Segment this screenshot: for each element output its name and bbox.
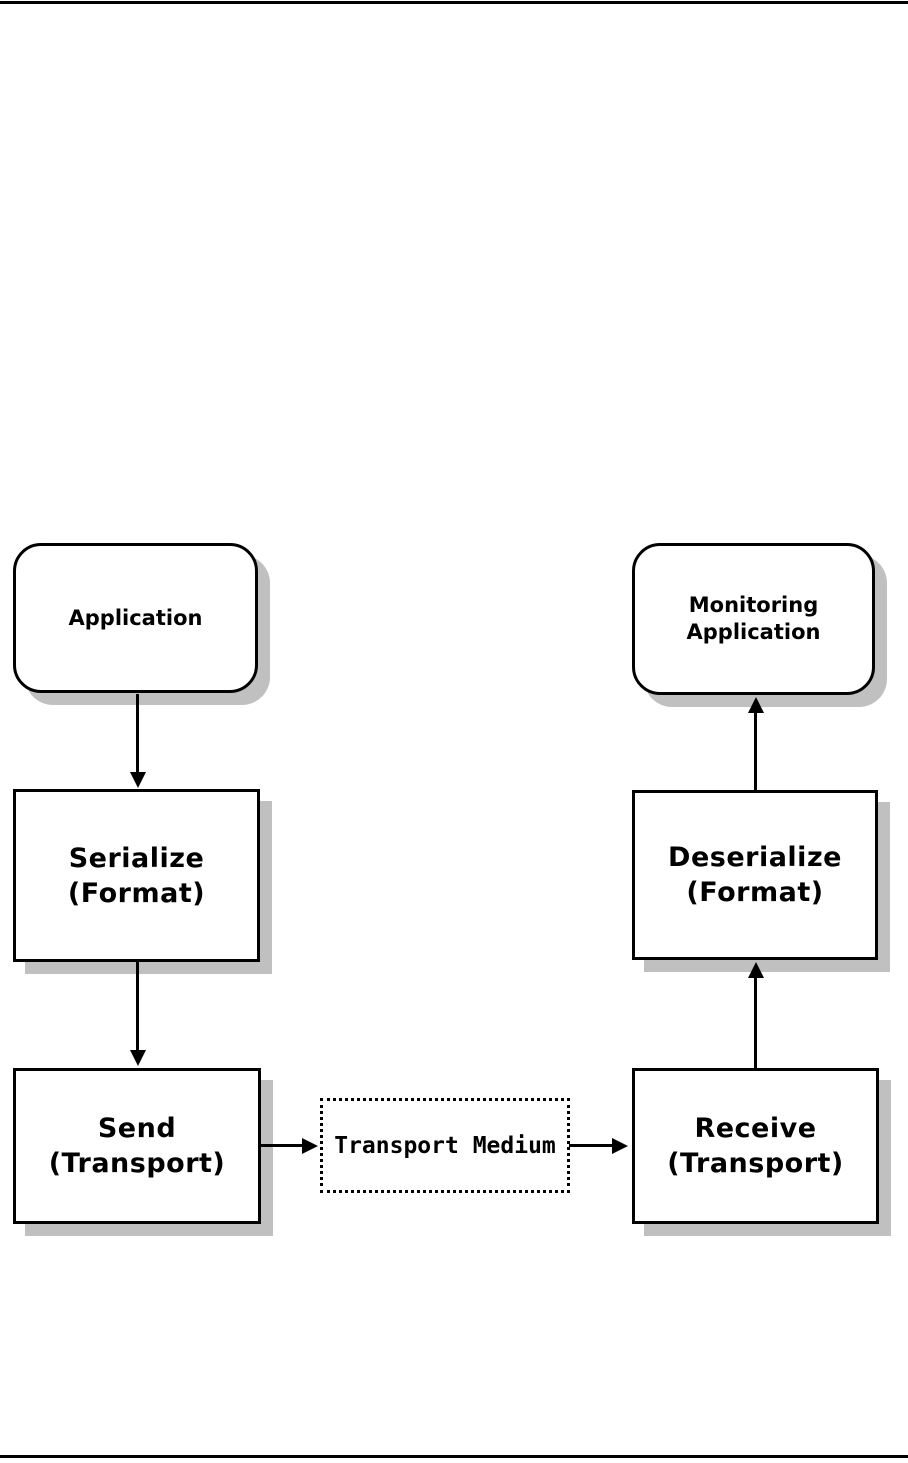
arrow-application-to-serialize-shaft [136, 694, 139, 774]
arrow-send-to-transport-head-icon [302, 1138, 318, 1154]
arrow-send-to-transport-shaft [260, 1144, 303, 1147]
arrow-serialize-to-send-head-icon [130, 1050, 146, 1066]
arrow-receive-to-deserialize-head-icon [748, 962, 764, 978]
node-send-label-line2: (Transport) [48, 1148, 226, 1179]
node-receive: Receive (Transport) [632, 1068, 879, 1224]
arrow-serialize-to-send-shaft [136, 961, 139, 1051]
node-serialize-label-line2: (Format) [67, 877, 206, 909]
node-receive-label-line2: (Transport) [667, 1148, 844, 1179]
arrow-receive-to-deserialize-shaft [754, 977, 757, 1069]
node-transport-medium: Transport Medium [320, 1098, 570, 1193]
node-deserialize: Deserialize (Format) [632, 790, 878, 960]
page-bottom-rule [0, 1455, 908, 1458]
node-deserialize-label-line1: Deserialize [668, 842, 842, 873]
arrow-application-to-serialize-head-icon [130, 772, 146, 788]
arrow-transport-to-receive-shaft [569, 1144, 613, 1147]
node-monitoring-application: Monitoring Application [632, 543, 875, 695]
node-application-label: Application [68, 605, 203, 630]
arrow-deserialize-to-monitoring-head-icon [748, 697, 764, 713]
node-serialize: Serialize (Format) [13, 789, 260, 962]
node-serialize-label-line1: Serialize [68, 842, 205, 874]
arrow-deserialize-to-monitoring-shaft [754, 712, 757, 791]
node-send: Send (Transport) [13, 1068, 261, 1224]
arrow-transport-to-receive-head-icon [612, 1138, 628, 1154]
node-application: Application [13, 543, 258, 693]
node-transport-medium-label: Transport Medium [334, 1132, 556, 1159]
node-deserialize-label-line2: (Format) [686, 877, 824, 908]
node-receive-label-line1: Receive [694, 1113, 817, 1144]
node-send-label-line1: Send [97, 1113, 177, 1144]
node-monitoring-application-label-line1: Monitoring [688, 593, 819, 617]
node-monitoring-application-label-line2: Application [686, 620, 821, 644]
page-top-rule [0, 1, 908, 4]
